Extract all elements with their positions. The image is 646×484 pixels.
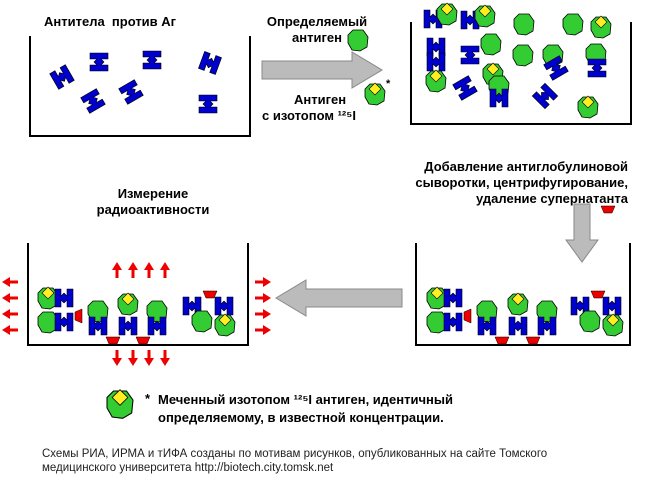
label-measurement: Измерение радиоактивности — [96, 186, 210, 217]
gray-arrow-right — [261, 51, 383, 89]
precipitate-left — [37, 286, 236, 345]
source-caption: Схемы РИА, ИРМА и тИФА созданы по мотива… — [42, 448, 548, 474]
legend-text: Меченный изотопом ¹²⁵I антиген, идентичн… — [158, 392, 453, 425]
precipitate-right — [426, 286, 624, 345]
gray-arrow-left — [275, 279, 403, 317]
icon-antiglobulin — [600, 205, 616, 214]
label-antiglobulin: Добавление антиглобулиновой сыворотки, ц… — [415, 159, 628, 206]
legend-star: * — [145, 391, 151, 406]
container-precipitate — [415, 243, 631, 346]
label-antibodies: Антитела против Аг — [44, 14, 177, 29]
mixture-contents — [423, 2, 612, 119]
icon-labeled-antigen — [364, 82, 386, 106]
label-labeled-antigen-star: * — [386, 78, 391, 90]
container-measurement — [27, 243, 249, 346]
gray-arrow-down — [565, 203, 599, 263]
container-mixture — [410, 22, 632, 125]
container-antibodies — [29, 36, 251, 137]
free-antibodies — [49, 50, 222, 114]
legend-labeled-antigen-icon — [106, 389, 134, 419]
label-labeled-antigen-2: с изотопом ¹²⁵I — [262, 108, 356, 123]
label-labeled-antigen-1: Антиген — [294, 92, 347, 107]
label-determined-antigen: Определяемый антиген — [266, 14, 368, 45]
